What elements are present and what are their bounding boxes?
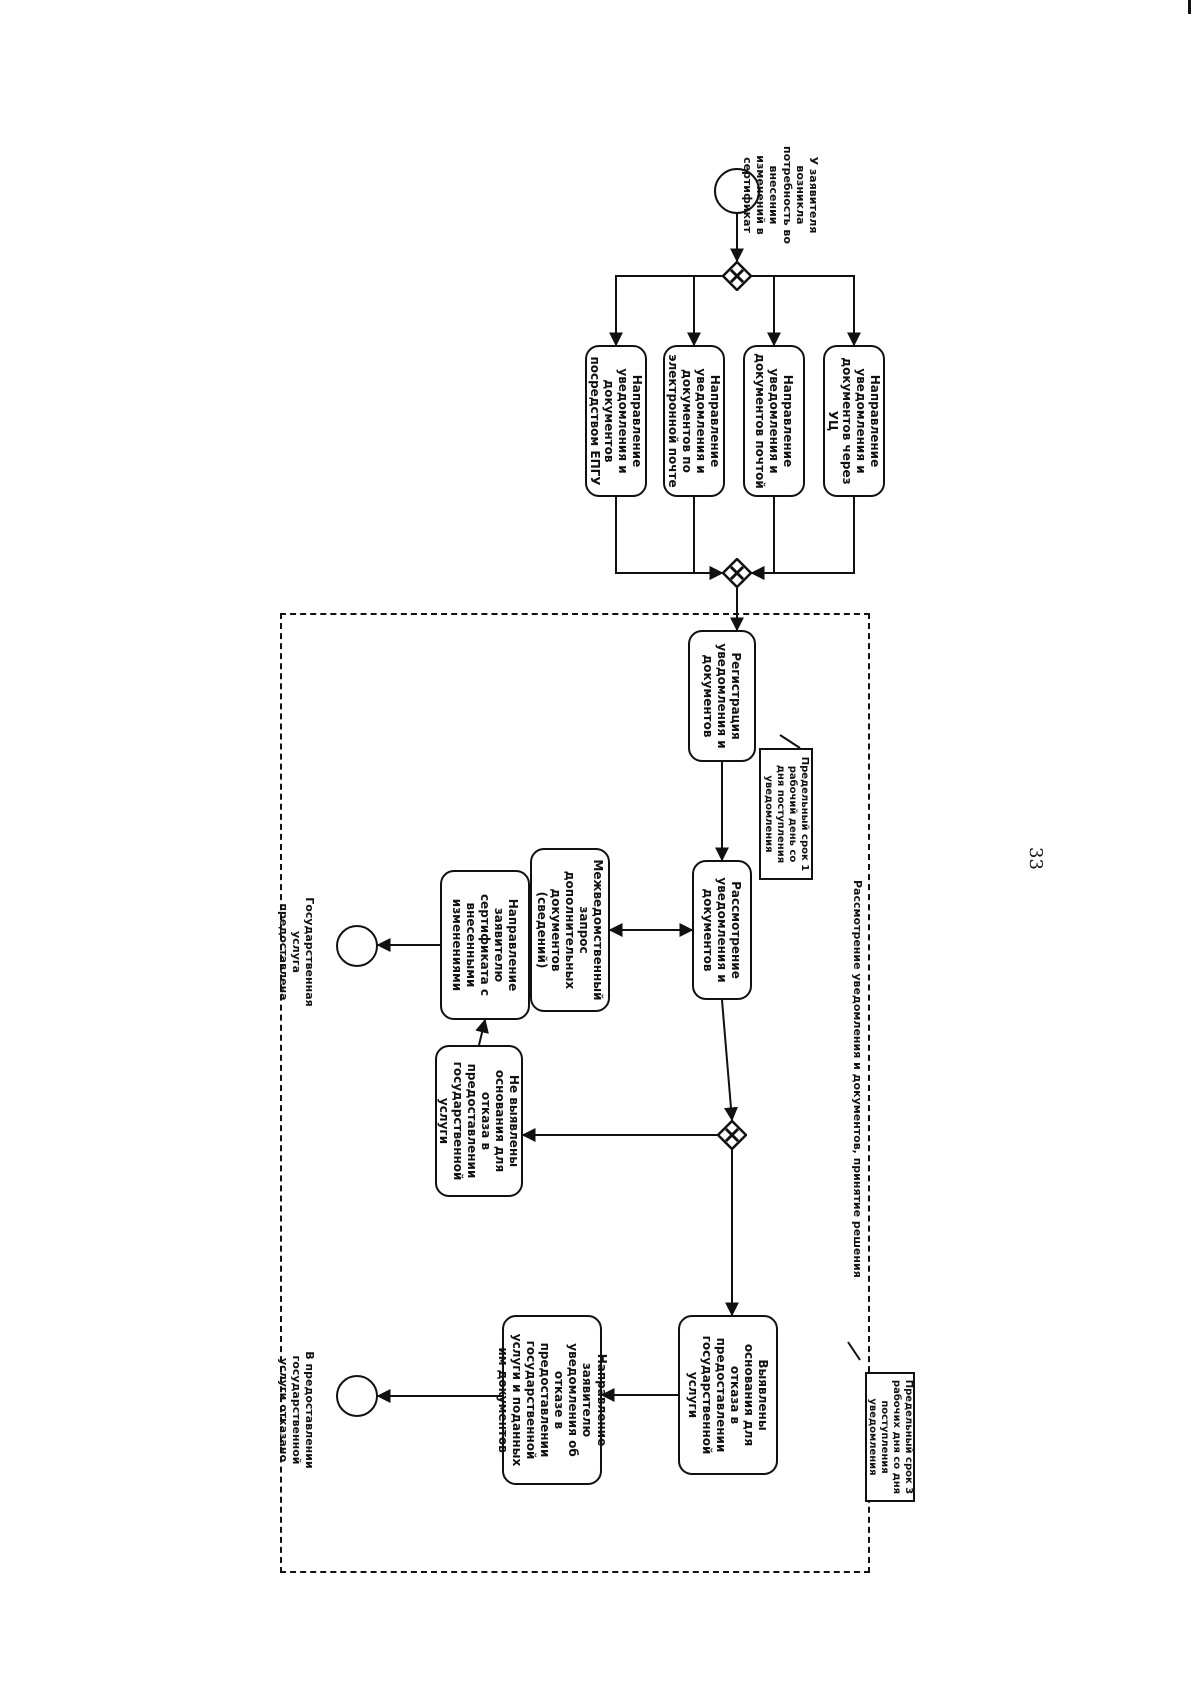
- lane-title: Рассмотрение уведомления и документов, п…: [851, 880, 864, 1278]
- channel-box-uc: Направление уведомления и документов чер…: [823, 345, 885, 497]
- note-2-pointer: [847, 1341, 861, 1361]
- channel-box-email: Направление уведомления и документов по …: [663, 345, 725, 497]
- flow-channel-to-merge-1: [750, 497, 855, 580]
- grounds-found-step: Выявлены основания для отказа в предоста…: [678, 1315, 778, 1475]
- registration-step: Регистрация уведомления и документов: [688, 630, 756, 762]
- merge-gateway: [722, 558, 752, 588]
- split-gateway: [722, 261, 752, 291]
- flow-split-to-channel-2: [752, 275, 781, 347]
- end-event-refused: [336, 1375, 378, 1417]
- channel-box-mail: Направление уведомления и документов поч…: [743, 345, 805, 497]
- deadline-note-2: Предельный срок 3 рабочих дня со дня пос…: [865, 1372, 915, 1502]
- channel-box-epgu: Направление уведомления и документов пос…: [585, 345, 647, 497]
- interagency-request-step: Межведомственный запрос дополнительных д…: [530, 848, 610, 1012]
- flow-channel-to-merge-2: [750, 497, 775, 580]
- scan-edge-mark: [1188, 0, 1191, 14]
- no-grounds-step: Не выявлены основания для отказа в предо…: [435, 1045, 523, 1197]
- flow-no-grounds-to-certificate: [475, 1018, 489, 1046]
- send-certificate-step: Направление заявителю сертификата с внес…: [440, 870, 530, 1020]
- flow-split-to-channel-3: [687, 275, 722, 347]
- flow-review-to-decision: [721, 999, 738, 1122]
- flow-channel-to-merge-4: [615, 497, 724, 580]
- end-event-provided: [336, 925, 378, 967]
- review-step: Рассмотрение уведомления и документов: [692, 860, 752, 1000]
- deadline-note-1: Предельный срок 1 рабочий день со дня по…: [759, 748, 813, 880]
- start-note: У заявителя возникла потребность во внес…: [741, 146, 820, 244]
- end-label-provided: Государственная услуга предоставлена: [276, 897, 316, 1007]
- end-label-refused: В предоставлении государственной услуги …: [276, 1351, 316, 1469]
- flow-channel-to-merge-3: [693, 497, 724, 580]
- decision-gateway: [717, 1120, 747, 1150]
- send-refusal-step: Направление заявителю уведомления об отк…: [496, 1315, 609, 1485]
- note-1-pointer: [779, 734, 801, 749]
- flow-split-to-channel-1: [752, 275, 861, 347]
- flow-split-to-channel-4: [609, 275, 722, 347]
